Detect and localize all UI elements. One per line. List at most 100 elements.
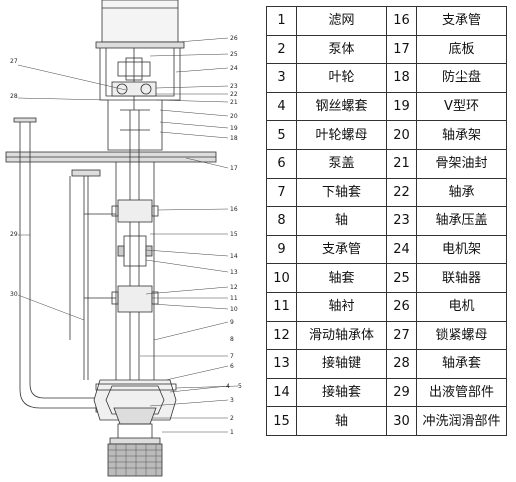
- callout-label: 12: [230, 284, 238, 291]
- table-row: 5 叶轮螺母 20 轴承架: [266, 120, 507, 150]
- parts-table: 1 滤网 16 支承管 2 泵体 17 底板 3 叶轮 18 防尘盘 4 钢丝螺…: [266, 6, 507, 436]
- table-row: 4 钢丝螺套 19 V型环: [266, 91, 507, 122]
- table-row: 11 轴衬 26 电机: [266, 291, 507, 322]
- callout-label: 10: [230, 306, 238, 313]
- callout-label: 18: [230, 135, 238, 142]
- callout-label: 1: [230, 429, 234, 436]
- part-number: 19: [386, 91, 417, 122]
- part-name: 轴承套: [416, 349, 507, 379]
- callout-label: 2: [230, 415, 234, 422]
- callout-label: 6: [230, 363, 234, 370]
- part-name: 出液管部件: [416, 377, 507, 408]
- part-number: 2: [266, 34, 297, 65]
- part-number: 1: [266, 6, 297, 36]
- callout-label: 13: [230, 269, 238, 276]
- part-name: 泵体: [296, 34, 387, 65]
- callout-label: 15: [230, 231, 238, 238]
- part-number: 15: [266, 406, 297, 436]
- part-name: 锁紧螺母: [416, 320, 507, 351]
- part-name: 底板: [416, 34, 507, 65]
- table-row: 7 下轴套 22 轴承: [266, 177, 507, 208]
- part-name: 钢丝螺套: [296, 91, 387, 122]
- table-row: 6 泵盖 21 骨架油封: [266, 148, 507, 179]
- part-name: 轴承压盖: [416, 206, 507, 236]
- part-number: 4: [266, 91, 297, 122]
- part-name: 防尘盘: [416, 63, 507, 93]
- pump-section-drawing: 1 2 3 4 5 6 7 8 9 10 11 12 13 14 15 16 1…: [5, 0, 242, 477]
- part-number: 21: [386, 148, 417, 179]
- part-number: 24: [386, 234, 417, 265]
- part-number: 13: [266, 349, 297, 379]
- callout-label: 26: [230, 35, 238, 42]
- part-number: 29: [386, 377, 417, 408]
- callout-label: 8: [230, 336, 234, 343]
- part-name: 联轴器: [416, 263, 507, 293]
- part-number: 14: [266, 377, 297, 408]
- callout-label: 23: [230, 83, 238, 90]
- part-name: 泵盖: [296, 148, 387, 179]
- part-number: 8: [266, 206, 297, 236]
- part-name: 叶轮螺母: [296, 120, 387, 150]
- table-row: 10 轴套 25 联轴器: [266, 263, 507, 293]
- part-number: 27: [386, 320, 417, 351]
- table-row: 15 轴 30 冲洗润滑部件: [266, 406, 507, 436]
- part-number: 23: [386, 206, 417, 236]
- callout-label: 4: [226, 383, 230, 390]
- part-number: 11: [266, 291, 297, 322]
- part-name: 轴: [296, 406, 387, 436]
- part-number: 6: [266, 148, 297, 179]
- part-number: 7: [266, 177, 297, 208]
- part-name: 冲洗润滑部件: [416, 406, 507, 436]
- part-name: 支承管: [296, 234, 387, 265]
- part-number: 30: [386, 406, 417, 436]
- part-number: 10: [266, 263, 297, 293]
- table-row: 3 叶轮 18 防尘盘: [266, 63, 507, 93]
- part-name: 电机: [416, 291, 507, 322]
- part-name: 支承管: [416, 6, 507, 36]
- part-number: 25: [386, 263, 417, 293]
- callout-label: 5: [238, 383, 242, 390]
- callout-label: 3: [230, 397, 234, 404]
- part-number: 22: [386, 177, 417, 208]
- table-row: 12 滑动轴承体 27 锁紧螺母: [266, 320, 507, 351]
- callout-label: 27: [10, 58, 18, 65]
- callout-label: 20: [230, 113, 238, 120]
- part-name: 轴承架: [416, 120, 507, 150]
- callout-label: 25: [230, 51, 238, 58]
- part-name: 轴套: [296, 263, 387, 293]
- callout-label: 29: [10, 231, 18, 238]
- part-name: 下轴套: [296, 177, 387, 208]
- part-name: 轴: [296, 206, 387, 236]
- table-row: 8 轴 23 轴承压盖: [266, 206, 507, 236]
- part-name: 骨架油封: [416, 148, 507, 179]
- part-name: V型环: [416, 91, 507, 122]
- part-number: 16: [386, 6, 417, 36]
- part-name: 轴承: [416, 177, 507, 208]
- callout-label: 14: [230, 253, 238, 260]
- part-name: 滑动轴承体: [296, 320, 387, 351]
- callout-label: 21: [230, 99, 238, 106]
- part-number: 20: [386, 120, 417, 150]
- part-name: 电机架: [416, 234, 507, 265]
- part-name: 接轴键: [296, 349, 387, 379]
- callout-label: 16: [230, 206, 238, 213]
- part-number: 3: [266, 63, 297, 93]
- part-number: 5: [266, 120, 297, 150]
- callout-label: 11: [230, 295, 238, 302]
- table-row: 14 接轴套 29 出液管部件: [266, 377, 507, 408]
- callout-label: 7: [230, 353, 234, 360]
- part-number: 17: [386, 34, 417, 65]
- table-row: 2 泵体 17 底板: [266, 34, 507, 65]
- table-row: 1 滤网 16 支承管: [266, 6, 507, 36]
- callout-label: 28: [10, 93, 18, 100]
- callout-label: 17: [230, 165, 238, 172]
- callout-label: 19: [230, 125, 238, 132]
- part-number: 18: [386, 63, 417, 93]
- part-name: 滤网: [296, 6, 387, 36]
- callout-label: 30: [10, 291, 18, 298]
- callout-label: 9: [230, 319, 234, 326]
- callout-label: 22: [230, 91, 238, 98]
- part-name: 接轴套: [296, 377, 387, 408]
- part-number: 12: [266, 320, 297, 351]
- part-number: 26: [386, 291, 417, 322]
